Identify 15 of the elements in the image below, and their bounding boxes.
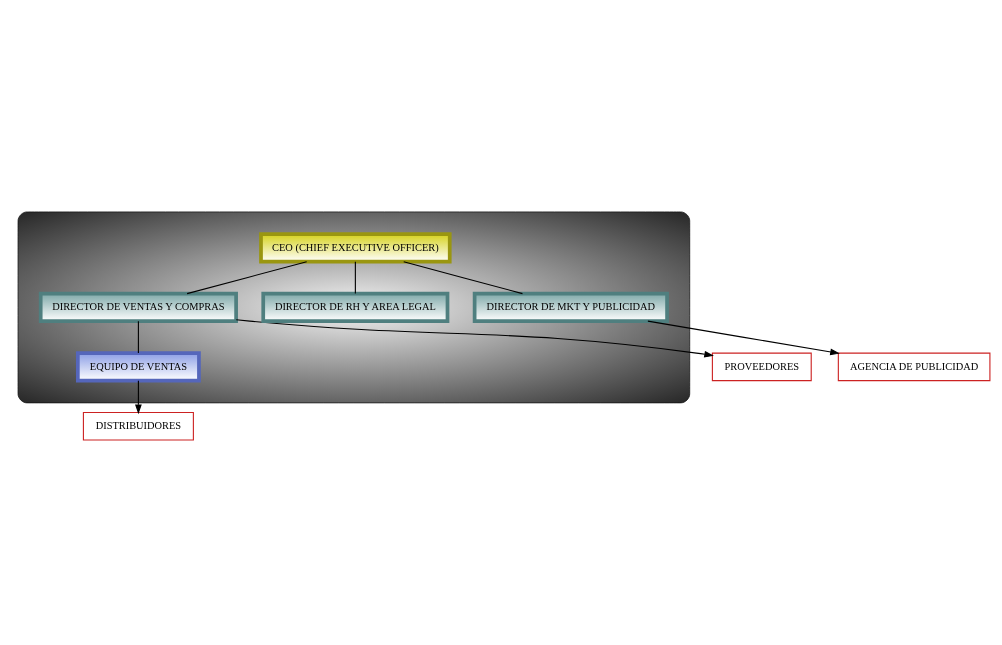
node-box: EQUIPO DE VENTAS: [76, 350, 201, 382]
connector: [186, 260, 308, 294]
node-box: DIRECTOR DE MKT Y PUBLICIDAD: [472, 291, 669, 323]
arrow: [647, 320, 840, 355]
node-box: DIRECTOR DE VENTAS Y COMPRAS: [38, 291, 238, 323]
node-box: AGENCIA DE PUBLICIDAD: [837, 352, 991, 381]
node-box: DIRECTOR DE RH Y AREA LEGAL: [261, 291, 450, 323]
node-box: DISTRIBUIDORES: [82, 411, 194, 441]
arrow: [135, 379, 142, 414]
arrow: [235, 318, 714, 358]
connector: [403, 260, 524, 294]
node-box: PROVEEDORES: [711, 352, 812, 381]
connector: [137, 320, 139, 354]
node-box: CEO (CHIEF EXECUTIVE OFFICER): [259, 231, 452, 264]
connector: [354, 260, 356, 294]
